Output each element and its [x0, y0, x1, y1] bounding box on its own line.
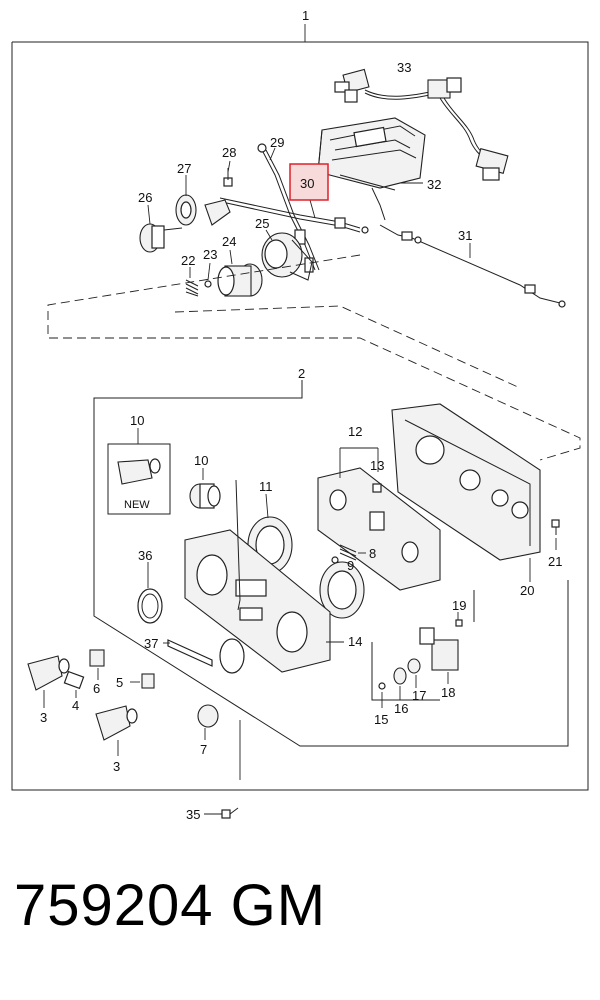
knob-10	[189, 468, 241, 611]
spring-8	[339, 544, 366, 561]
assembly-connectors	[47, 254, 581, 461]
part-number: 759204 GM	[14, 873, 327, 938]
label-24: 24	[222, 234, 236, 249]
label-22: 22	[181, 253, 195, 268]
pad-4	[63, 670, 85, 698]
rear-panel-20	[391, 403, 541, 582]
new-badge: NEW	[124, 499, 150, 511]
label-35: 35	[186, 807, 200, 822]
cable-actuator-assembly	[139, 68, 566, 308]
label-36: 36	[138, 548, 152, 563]
screw-35	[204, 720, 241, 819]
control-panel-assembly	[27, 380, 569, 819]
front-bezel-14	[184, 529, 344, 673]
control-unit-32	[317, 117, 426, 221]
lamp-5	[130, 673, 155, 689]
label-26: 26	[138, 190, 152, 205]
new-knob-box	[107, 428, 171, 515]
ring-15	[378, 682, 386, 708]
outer-frame	[11, 24, 589, 791]
label-10: 10	[130, 413, 144, 428]
socket-6	[89, 649, 105, 680]
label-27: 27	[177, 161, 191, 176]
knob-17	[407, 658, 421, 688]
housing-25	[261, 229, 313, 281]
label-8: 8	[369, 546, 376, 561]
wiring-harness-33	[334, 68, 509, 181]
label-31: 31	[458, 228, 472, 243]
label-17: 17	[412, 688, 426, 703]
label-16: 16	[394, 701, 408, 716]
highlight-box-30	[289, 163, 329, 201]
trim-ring-36	[137, 562, 245, 674]
switch-18	[419, 627, 459, 684]
knob-3-upper	[27, 655, 70, 708]
clip-13	[372, 483, 382, 493]
label-11: 11	[259, 479, 273, 494]
label-1: 1	[302, 8, 309, 23]
label-33: 33	[397, 60, 411, 75]
label-7: 7	[200, 742, 207, 757]
bar-37	[163, 639, 213, 667]
part-labels: 1 2 3 3 4 5 6 7 8 9 10 10 11 12 13 14 15…	[40, 8, 562, 822]
label-37: 37	[144, 636, 158, 651]
rotor-24	[217, 249, 263, 297]
label-15: 15	[374, 712, 388, 727]
label-29: 29	[270, 135, 284, 150]
screw-19	[455, 612, 463, 627]
spring-22	[185, 267, 199, 297]
label-19: 19	[452, 598, 466, 613]
label-20: 20	[520, 583, 534, 598]
label-25: 25	[255, 216, 269, 231]
label-30: 30	[300, 176, 314, 191]
label-5: 5	[116, 675, 123, 690]
knob-3-lower	[95, 705, 138, 756]
cable-30	[219, 197, 369, 234]
label-28: 28	[222, 145, 236, 160]
label-10: 10	[194, 453, 208, 468]
label-9: 9	[347, 558, 354, 573]
screw-21	[551, 519, 560, 550]
label-3: 3	[113, 759, 120, 774]
panel-12	[317, 447, 441, 591]
screw-28	[223, 160, 233, 187]
label-23: 23	[203, 247, 217, 262]
label-13: 13	[370, 458, 384, 473]
knob-base-26	[139, 204, 183, 253]
ring-23	[204, 262, 212, 288]
label-32: 32	[427, 177, 441, 192]
knob-16	[393, 667, 407, 700]
label-12: 12	[348, 424, 362, 439]
cable-31	[379, 224, 566, 308]
label-14: 14	[348, 634, 362, 649]
label-21: 21	[548, 554, 562, 569]
label-3: 3	[40, 710, 47, 725]
label-4: 4	[72, 698, 79, 713]
label-18: 18	[441, 685, 455, 700]
bracket-27	[175, 175, 231, 226]
knob-7	[197, 704, 219, 740]
label-6: 6	[93, 681, 100, 696]
label-2: 2	[298, 366, 305, 381]
